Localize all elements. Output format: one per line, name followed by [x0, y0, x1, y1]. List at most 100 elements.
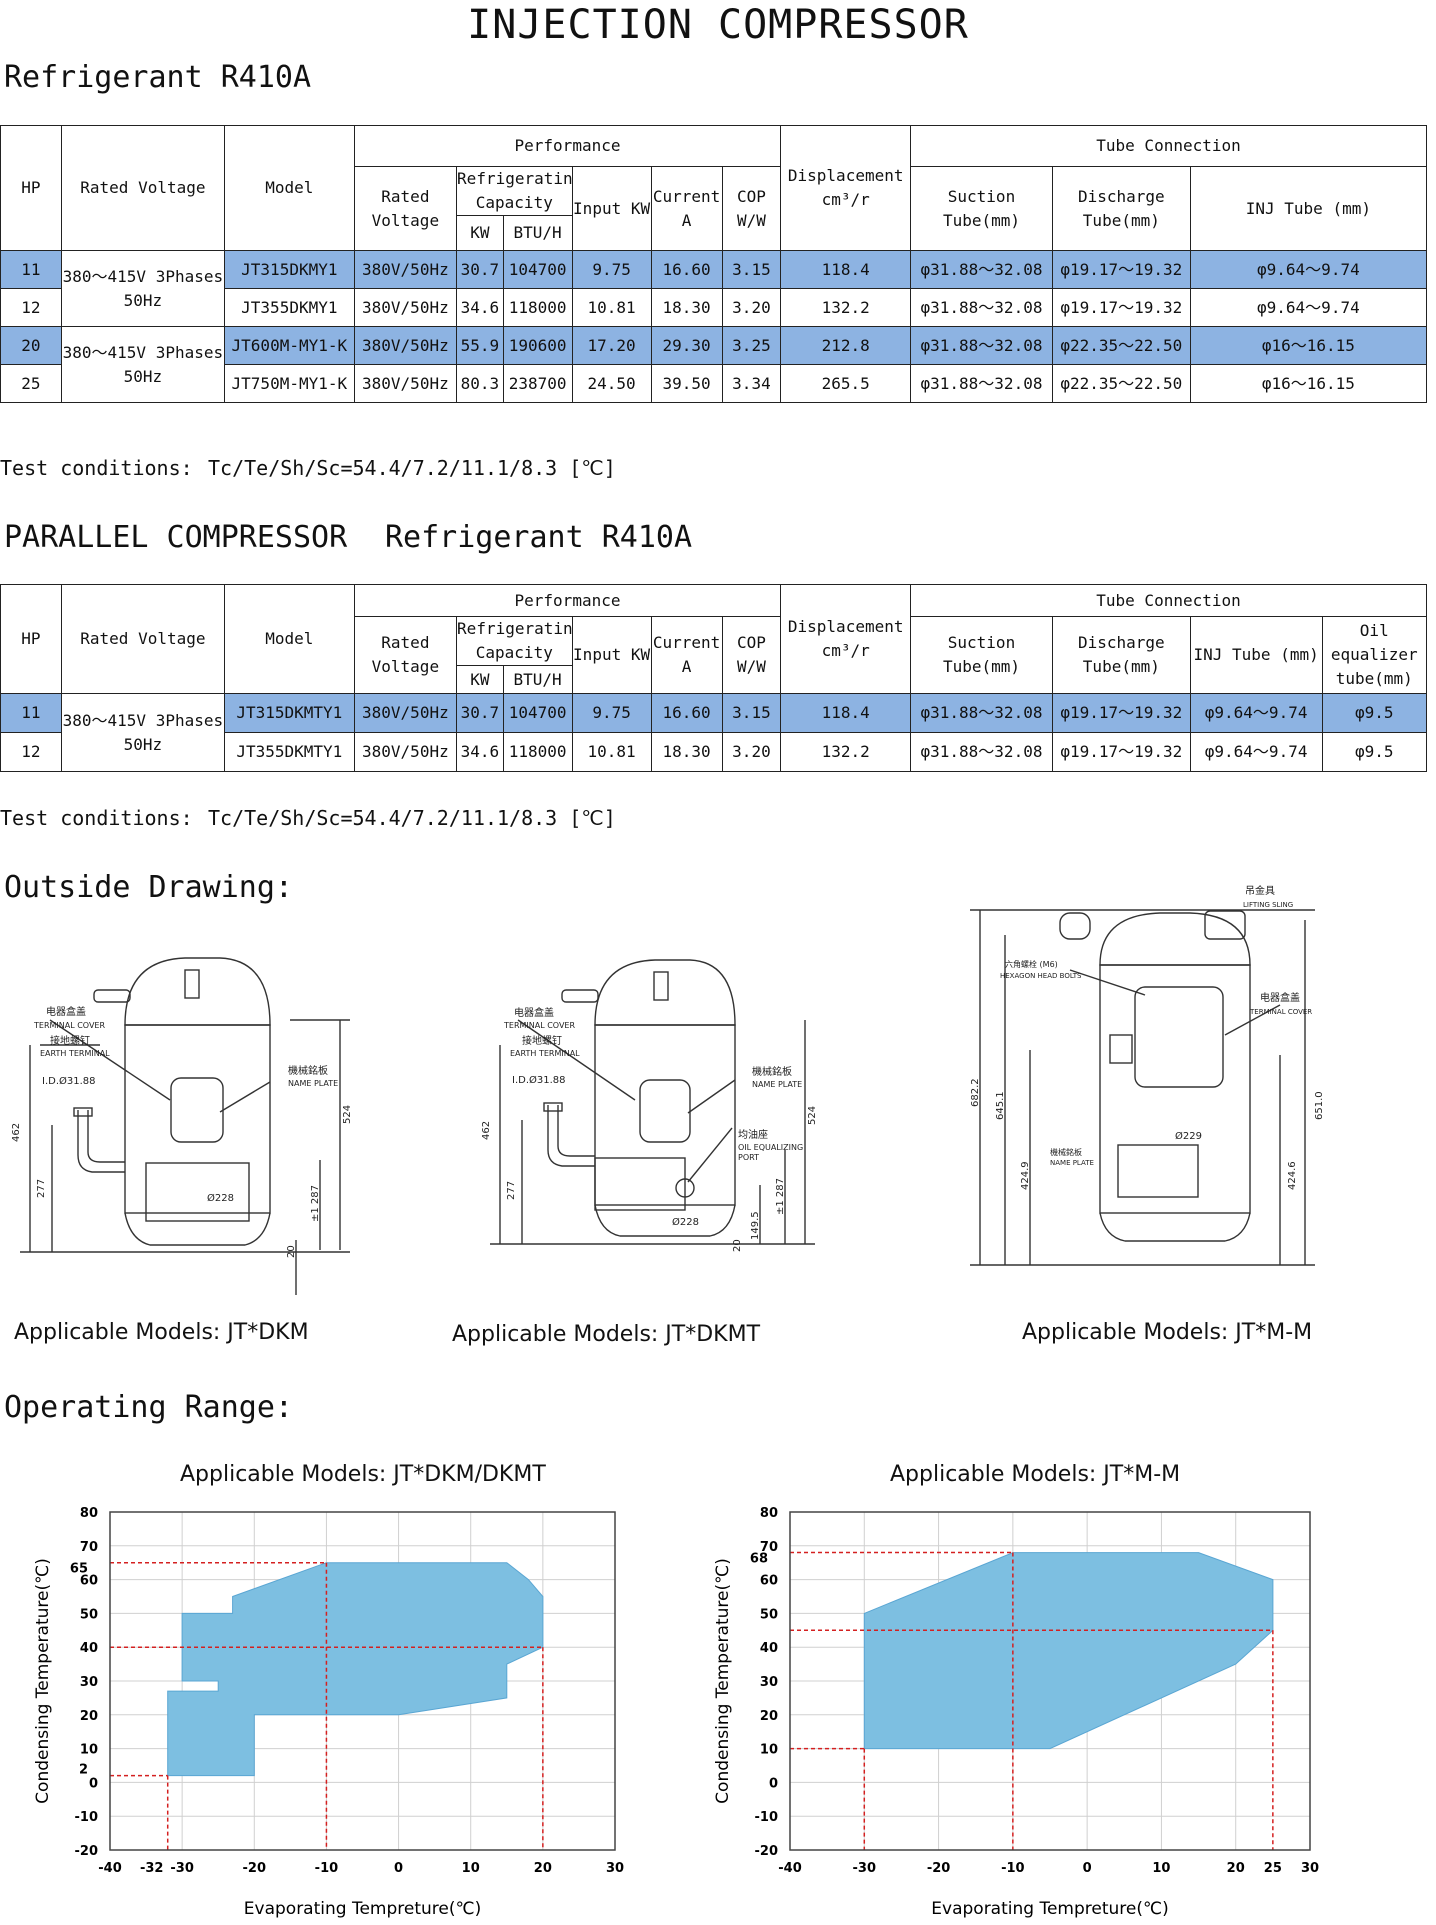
- suction-cell: φ31.88～32.08: [910, 326, 1053, 365]
- perf-rated-voltage-header: Rated Voltage: [353, 616, 458, 694]
- d3-h424a: 424.9: [1020, 1161, 1031, 1190]
- y-tick-label: 20: [80, 1709, 98, 1724]
- drawing-caption-3: Applicable Models: JT*M-M: [1022, 1320, 1313, 1345]
- inj-tube-cell: φ9.64～9.74: [1189, 250, 1428, 289]
- rated-voltage-group: 380～415V 3Phases 50Hz: [60, 326, 225, 403]
- x-axis-label: Evaporating Tempreture(℃): [931, 1899, 1168, 1919]
- x-tick-label: -30: [170, 1861, 194, 1876]
- cop-cell: 3.15: [721, 250, 782, 289]
- discharge-cell: φ19.17～19.32: [1051, 288, 1191, 327]
- oil-equalizer-header: Oil equalizer tube(mm): [1321, 616, 1427, 694]
- drawing-jt-dkm: 电器盒盖 TERMINAL COVER 接地螺钉 EARTH TERMINAL …: [11, 957, 353, 1295]
- input-cell: 24.50: [571, 364, 652, 403]
- chart2-title: Applicable Models: JT*M-M: [890, 1462, 1181, 1487]
- d3-hex-en: HEXAGON HEAD BOLTS: [1000, 972, 1082, 980]
- input-header: Input KW: [571, 166, 652, 251]
- d2-earth-en: EARTH TERMINAL: [510, 1049, 580, 1058]
- d3-hex-cn: 六角螺栓 (M6): [1005, 959, 1058, 969]
- discharge-cell: φ22.35～22.50: [1051, 364, 1191, 403]
- x-tick-label: -10: [315, 1861, 339, 1876]
- hp-header: HP: [0, 584, 62, 694]
- performance-header: Performance: [353, 584, 782, 617]
- input-cell: 17.20: [571, 326, 652, 365]
- model-header: Model: [223, 125, 355, 251]
- d1-plate-en: NAME PLATE: [288, 1079, 338, 1088]
- d2-h524: 524: [807, 1106, 818, 1125]
- cop-cell: 3.15: [721, 693, 782, 733]
- suction-cell: φ31.88～32.08: [910, 250, 1053, 289]
- d1-terminal-cn: 电器盒盖: [46, 1005, 86, 1018]
- d1-earth-en: EARTH TERMINAL: [40, 1049, 110, 1058]
- perf-rated-voltage-header: Rated Voltage: [353, 166, 458, 251]
- kw-cell: 80.3: [456, 364, 504, 403]
- d3-terminal-en: TERMINAL COVER: [1249, 1008, 1312, 1016]
- y-tick-label: -10: [75, 1810, 99, 1825]
- d2-plate-en: NAME PLATE: [752, 1080, 802, 1089]
- input-header: Input KW: [571, 616, 652, 694]
- d2-plate-cn: 機械銘板: [752, 1065, 792, 1078]
- y-tick-label: 80: [80, 1506, 98, 1521]
- d1-h524: 524: [342, 1105, 353, 1124]
- d1-id: I.D.Ø31.88: [42, 1075, 96, 1087]
- btuh-cell: 190600: [502, 326, 573, 365]
- refrig-capacity-header: Refrigerating Capacity: [456, 616, 573, 666]
- d3-h645: 645.1: [995, 1091, 1006, 1120]
- input-cell: 10.81: [571, 288, 652, 327]
- inj-tube-cell: φ16～16.15: [1189, 326, 1428, 365]
- displacement-cell: 118.4: [780, 250, 912, 289]
- kw-cell: 34.6: [456, 288, 504, 327]
- rated-voltage-cell: 380V/50Hz: [353, 326, 458, 365]
- btuh-cell: 118000: [502, 732, 573, 772]
- operating-envelope: [167, 1562, 544, 1777]
- btuh-header: BTU/H: [502, 215, 573, 251]
- cop-header: COP W/W: [721, 166, 782, 251]
- current-cell: 18.30: [650, 732, 723, 772]
- d1-d228: Ø228: [207, 1192, 234, 1204]
- rated-voltage-cell: 380V/50Hz: [353, 250, 458, 289]
- x-tick-label: 0: [394, 1861, 403, 1876]
- cop-cell: 3.20: [721, 288, 782, 327]
- y-tick-label: 40: [760, 1641, 778, 1656]
- y-tick-label: 30: [760, 1675, 778, 1690]
- model-cell: JT750M-MY1-K: [223, 364, 355, 403]
- displacement-cell: 118.4: [780, 693, 912, 733]
- d1-h287: ±1 287: [310, 1185, 321, 1222]
- cop-cell: 3.25: [721, 326, 782, 365]
- page-title: INJECTION COMPRESSOR: [467, 2, 969, 48]
- rated-voltage-group: 380～415V 3Phases 50Hz: [60, 693, 225, 772]
- input-cell: 9.75: [571, 250, 652, 289]
- d3-lifting-en: LIFTING SLING: [1243, 901, 1293, 909]
- x-tick-label: -32: [140, 1861, 164, 1876]
- y-tick-label: 50: [760, 1607, 778, 1622]
- inj-tube-cell: φ16～16.15: [1189, 364, 1428, 403]
- hp-cell: 25: [0, 364, 62, 403]
- d3-lifting-cn: 吊金具: [1245, 884, 1275, 897]
- cop-cell: 3.34: [721, 364, 782, 403]
- plot-frame: [789, 1511, 1311, 1851]
- d2-earth-cn: 接地螺钉: [522, 1034, 562, 1047]
- d2-terminal-cn: 电器盒盖: [514, 1006, 554, 1019]
- suction-header: Suction Tube(mm): [910, 616, 1053, 694]
- injection-refrigerant: Refrigerant R410A: [4, 60, 312, 95]
- drawing-caption-1: Applicable Models: JT*DKM: [14, 1320, 309, 1345]
- btuh-header: BTU/H: [502, 665, 573, 694]
- cop-cell: 3.20: [721, 732, 782, 772]
- kw-cell: 34.6: [456, 732, 504, 772]
- discharge-cell: φ22.35～22.50: [1051, 326, 1191, 365]
- hp-cell: 12: [0, 732, 62, 772]
- d1-h20: 20: [286, 1245, 297, 1258]
- d3-h651: 651.0: [1314, 1091, 1325, 1120]
- d2-h277: 277: [506, 1181, 517, 1200]
- d2-oil-cn: 均油座: [738, 1128, 768, 1141]
- inj-tube-cell: φ9.64～9.74: [1189, 288, 1428, 327]
- hp-cell: 20: [0, 326, 62, 365]
- d3-d229: Ø229: [1175, 1130, 1202, 1142]
- d3-plate-cn: 機械銘板: [1050, 1147, 1082, 1157]
- x-tick-label: -40: [98, 1861, 122, 1876]
- kw-header: KW: [456, 665, 504, 694]
- current-header: Current A: [650, 166, 723, 251]
- rated-voltage-cell: 380V/50Hz: [353, 364, 458, 403]
